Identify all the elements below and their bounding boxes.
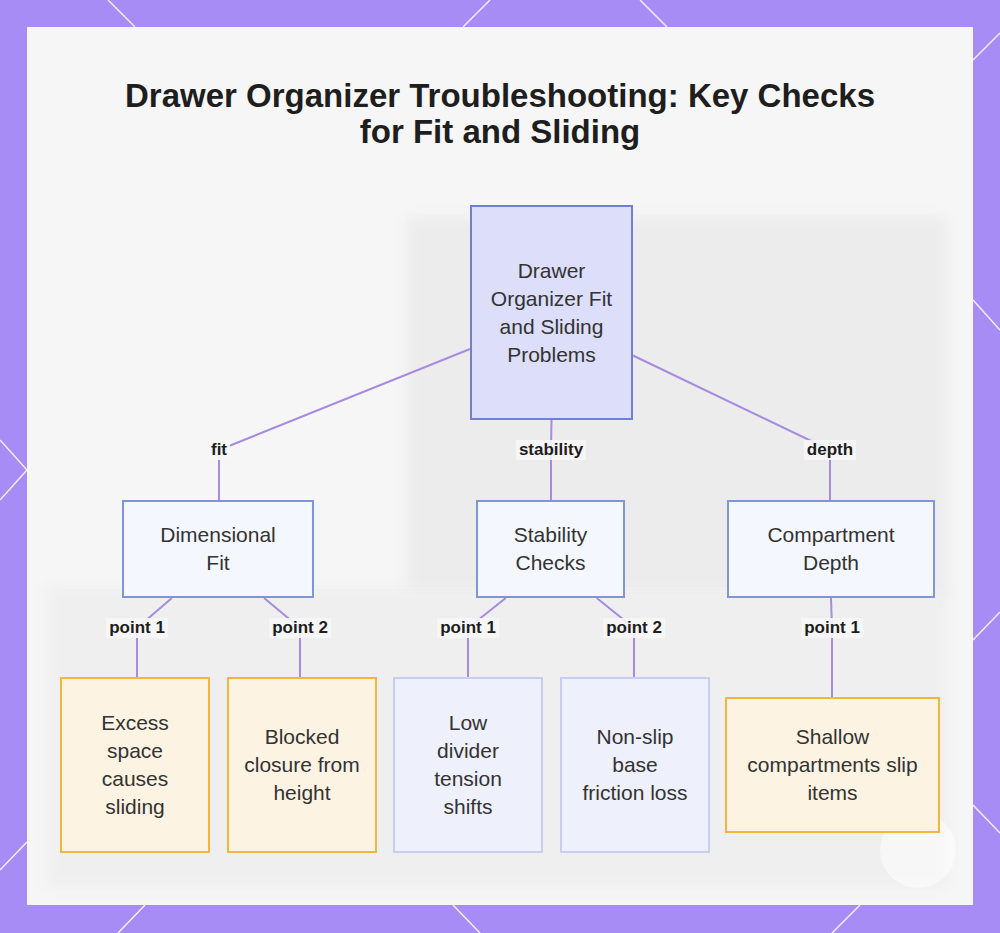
diagram-title: Drawer Organizer Troubleshooting: Key Ch… [100,78,900,150]
connector [831,598,832,697]
border-line [108,0,135,27]
root-box: Drawer Organizer Fit and Sliding Problem… [470,205,633,420]
connector [551,420,553,500]
border-line [973,805,1000,833]
node-text: Low divider tension shifts [415,709,521,821]
border-line [973,612,1000,640]
border-line [118,905,145,933]
issue-box: Blocked closure from height [227,677,377,853]
node-text: Compartment Depth [759,521,903,577]
issue-box: Shallow compartments slip items [725,697,940,833]
node-text: Excess space causes sliding [76,709,194,821]
connector-line [550,420,553,500]
border-line [640,0,667,27]
border-line [832,905,860,933]
node-text: Non-slip base friction loss [582,723,688,807]
node-text: Shallow compartments slip items [747,723,918,807]
node-text: Stability Checks [498,521,603,577]
issue-box: Low divider tension shifts [393,677,543,853]
edge-label: depth [804,440,856,460]
category-box: Compartment Depth [727,500,935,598]
border-line [463,0,490,27]
border-line [0,470,27,500]
node-text: Blocked closure from height [243,723,361,807]
issue-box: Non-slip base friction loss [560,677,710,853]
edge-label: point 1 [106,618,168,638]
connector-line [219,349,470,500]
edge-label: fit [208,440,230,460]
connector [633,356,830,501]
edge-label: point 2 [603,618,665,638]
issue-box: Excess space causes sliding [60,677,210,853]
category-box: Stability Checks [476,500,625,598]
border-line [453,905,480,933]
border-line [973,300,1000,330]
category-box: Dimensional Fit [122,500,314,598]
border-line [0,842,27,870]
node-text: Drawer Organizer Fit and Sliding Problem… [488,257,615,369]
edge-label: point 1 [437,618,499,638]
edge-label: point 2 [269,618,331,638]
border-line [973,33,1000,60]
edge-label: point 1 [801,618,863,638]
border-line [0,440,27,470]
edge-label: stability [516,440,586,460]
connector-line [633,356,830,501]
node-text: Dimensional Fit [154,521,282,577]
connector [219,349,470,500]
connector-line [831,598,832,697]
